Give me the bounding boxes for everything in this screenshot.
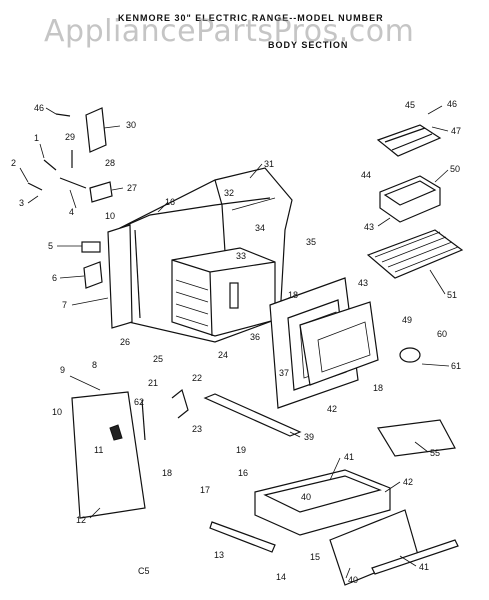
callout: 40 — [301, 492, 311, 502]
callout: 1 — [34, 133, 39, 143]
callout: 5 — [48, 241, 53, 251]
callout: 27 — [127, 183, 137, 193]
callout: 51 — [447, 290, 457, 300]
callouts: 46 1 2 3 4 29 28 30 27 10 5 6 7 31 32 16… — [11, 99, 461, 585]
callout: 12 — [76, 515, 86, 525]
footer-code: C5 — [138, 566, 150, 576]
callout: 14 — [276, 572, 286, 582]
part-6 — [83, 261, 103, 289]
callout: 35 — [306, 237, 316, 247]
callout: 55 — [430, 448, 440, 458]
callout: 8 — [92, 360, 97, 370]
callout: 62 — [134, 397, 144, 407]
bar-61 — [141, 399, 146, 441]
screws-left — [27, 113, 87, 191]
callout: 23 — [192, 424, 202, 434]
callout: 13 — [214, 550, 224, 560]
hinge-21 — [171, 388, 189, 419]
callout: 15 — [310, 552, 320, 562]
storage-drawer — [254, 469, 391, 536]
callout: 33 — [236, 251, 246, 261]
side-panel — [107, 224, 133, 329]
callout: 37 — [279, 368, 289, 378]
callout: 29 — [65, 132, 75, 142]
rail-40 — [371, 539, 459, 575]
ring-60 — [399, 347, 421, 363]
callout: 49 — [402, 315, 412, 325]
callout: 28 — [105, 158, 115, 168]
callout: 18 — [288, 290, 298, 300]
watermark: AppliancePartsPros.com — [44, 14, 415, 49]
callout: 2 — [11, 158, 16, 168]
broil-element — [376, 124, 442, 157]
callout: 40 — [348, 575, 358, 585]
callout: 3 — [19, 198, 24, 208]
callout: 18 — [162, 468, 172, 478]
callout: 25 — [153, 354, 163, 364]
callout: 11 — [94, 445, 103, 455]
callout: 30 — [126, 120, 136, 130]
callout: 41 — [419, 562, 429, 572]
callout: 61 — [451, 361, 461, 371]
callout: 19 — [236, 445, 246, 455]
broiler-pan — [379, 175, 441, 223]
part-5 — [81, 241, 101, 253]
callout: 6 — [52, 273, 57, 283]
callout: 32 — [224, 188, 234, 198]
callout: 7 — [62, 300, 67, 310]
callout: 42 — [403, 477, 413, 487]
callout: 50 — [450, 164, 460, 174]
callout: 36 — [250, 332, 260, 342]
callout: 46 — [447, 99, 457, 109]
callout: 10 — [52, 407, 62, 417]
callout: 26 — [120, 337, 130, 347]
bake-element — [377, 419, 456, 457]
part-26 — [89, 181, 113, 203]
callout: 60 — [437, 329, 447, 339]
oven-liner — [171, 247, 276, 337]
leader-lines — [19, 105, 450, 579]
callout: 46 — [34, 103, 44, 113]
callout: 42 — [327, 404, 337, 414]
callout: 10 — [105, 211, 115, 221]
diagram-title: KENMORE 30" ELECTRIC RANGE--MODEL NUMBER — [118, 13, 384, 23]
callout: 16 — [238, 468, 248, 478]
callout: 34 — [255, 223, 265, 233]
diagram-subtitle: BODY SECTION — [268, 40, 349, 50]
rail-13 — [209, 521, 276, 553]
callout: 4 — [69, 207, 74, 217]
door-glass — [299, 301, 379, 386]
kick-panel — [71, 391, 146, 519]
callout: 21 — [148, 378, 158, 388]
callout: 18 — [373, 383, 383, 393]
callout: 43 — [358, 278, 368, 288]
callout: 44 — [361, 170, 371, 180]
callout: 43 — [364, 222, 374, 232]
callout: 17 — [200, 485, 210, 495]
callout: 24 — [218, 350, 228, 360]
logo-plate — [109, 424, 123, 441]
bracket-29 — [85, 107, 107, 153]
strip-37 — [203, 393, 302, 437]
callout: 31 — [264, 159, 274, 169]
callout: 47 — [451, 126, 461, 136]
callout: 22 — [192, 373, 202, 383]
callout: 41 — [344, 452, 354, 462]
callout: 9 — [60, 365, 65, 375]
callout: 39 — [304, 432, 314, 442]
oven-rack — [366, 229, 464, 279]
callout: 45 — [405, 100, 415, 110]
callout: 16 — [165, 197, 175, 207]
